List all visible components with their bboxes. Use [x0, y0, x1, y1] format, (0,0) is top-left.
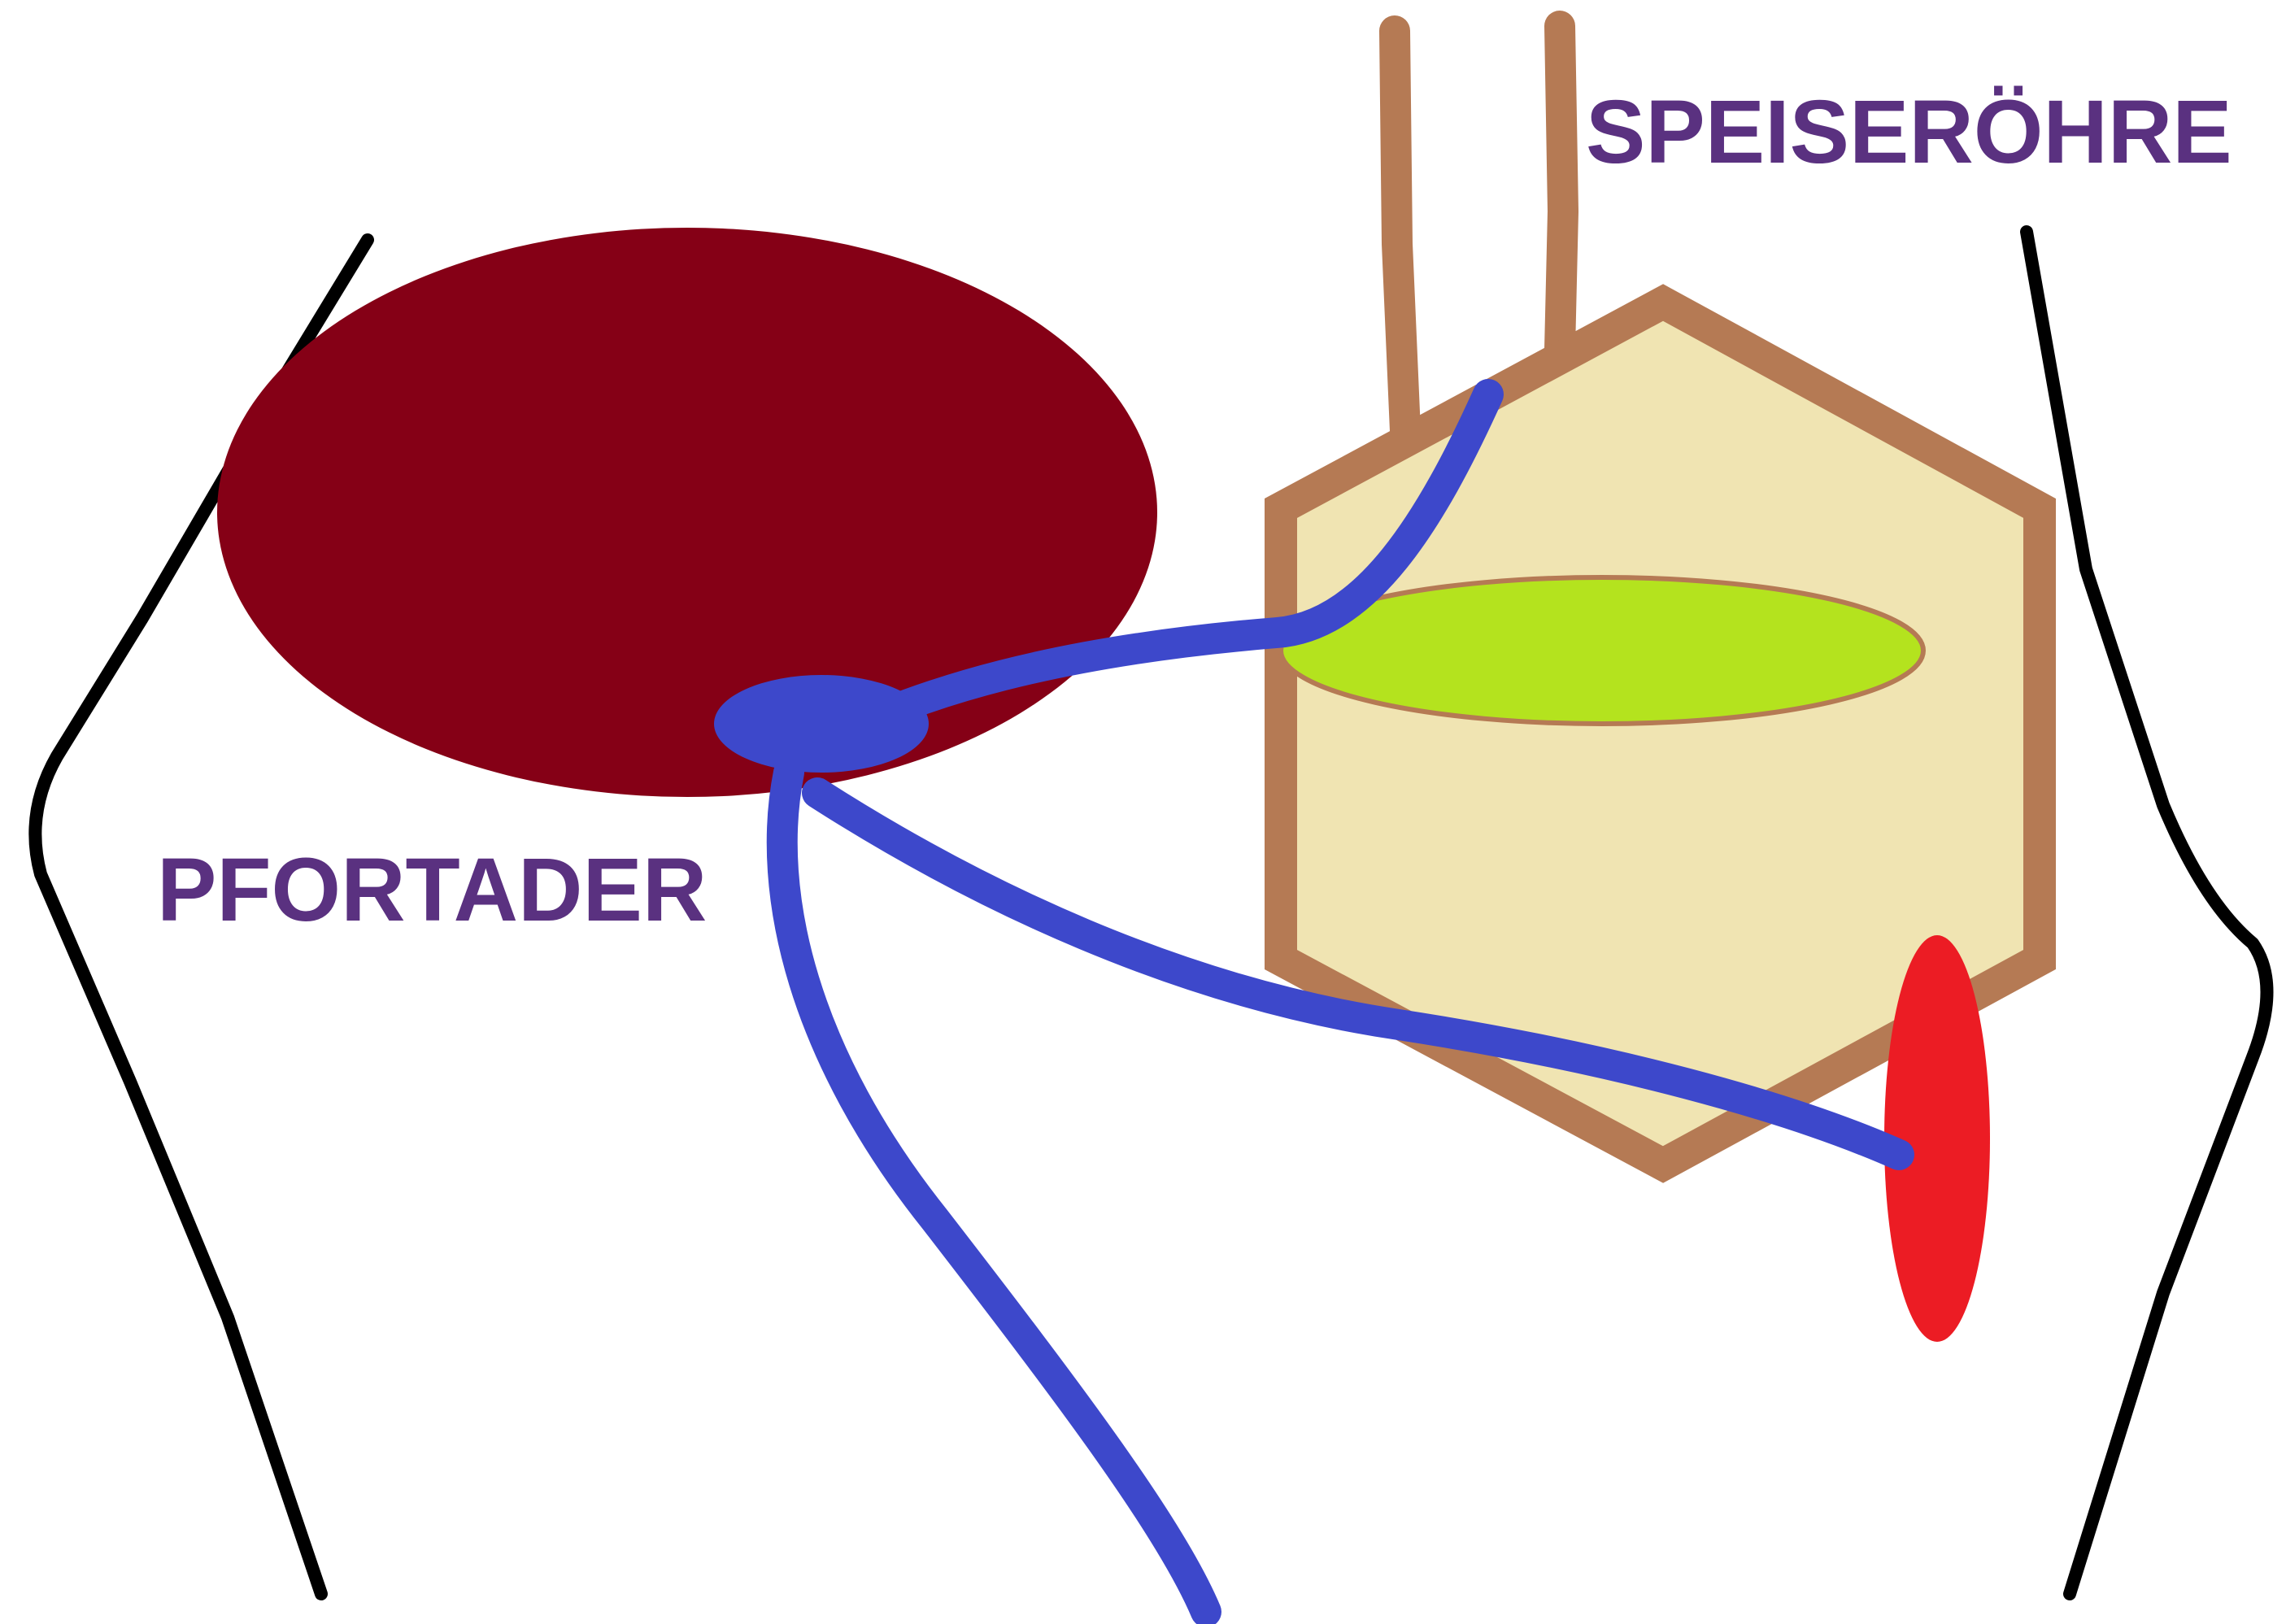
- body-outline-right: [2027, 232, 2267, 1594]
- portal-vein-junction: [714, 675, 929, 773]
- portal-vein-label: PFORTADER: [157, 840, 707, 940]
- liver: [217, 228, 1157, 797]
- esophagus-right-wall: [1560, 26, 1563, 350]
- esophagus-label: SPEISERÖHRE: [1586, 82, 2232, 182]
- esophagus-left-wall: [1395, 31, 1405, 431]
